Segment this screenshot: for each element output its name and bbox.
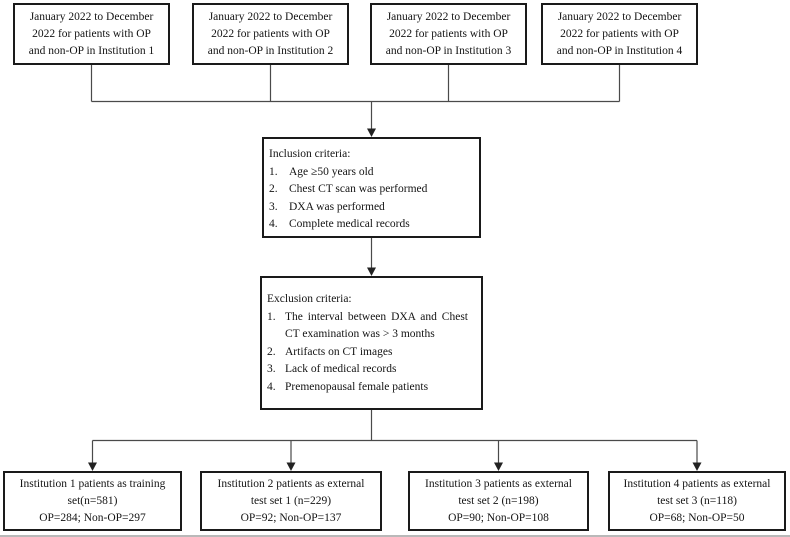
dataset-box-line: test set 2 (n=198)	[458, 494, 539, 507]
source-box-institution-2: January 2022 to December 2022 for patien…	[192, 3, 349, 65]
arrowhead-to-inclusion	[367, 128, 376, 137]
item-number: 3.	[269, 200, 278, 213]
dataset-box-line: Institution 3 patients as external	[425, 477, 572, 490]
inclusion-item: 3. DXA was performed	[269, 199, 475, 217]
item-number: 2.	[267, 345, 276, 358]
inclusion-item: 1. Age ≥50 years old	[269, 164, 475, 182]
item-number: 4.	[269, 218, 278, 230]
dataset-box-line: OP=68; Non-OP=50	[649, 511, 745, 524]
dataset-box-external-test-set-3: Institution 4 patients as external test …	[608, 471, 786, 531]
dataset-box-training-set: Institution 1 patients as training set(n…	[3, 471, 182, 531]
arrowhead-to-test-set-1	[286, 462, 296, 471]
item-number: 1.	[267, 310, 276, 323]
arrowhead-to-training-set	[88, 462, 97, 471]
source-box-line: January 2022 to December	[208, 10, 333, 23]
exclusion-item: 1. The interval between DXA and Chest CT…	[267, 309, 477, 344]
arrowhead-to-test-set-3	[692, 462, 702, 471]
source-box-line: 2022 for patients with OP	[389, 27, 508, 40]
inclusion-item: 2. Chest CT scan was performed	[269, 181, 475, 199]
source-box-line: January 2022 to December	[29, 10, 154, 23]
source-box-line: and non-OP in Institution 4	[556, 44, 683, 57]
dataset-box-external-test-set-2: Institution 3 patients as external test …	[408, 471, 589, 531]
source-box-line: January 2022 to December	[386, 10, 511, 23]
dataset-box-line: test set 3 (n=118)	[657, 494, 737, 507]
inclusion-item: 4. Complete medical records	[269, 216, 475, 234]
item-number: 2.	[269, 183, 278, 195]
item-text: Age ≥50 years old	[289, 165, 374, 178]
source-box-institution-3: January 2022 to December 2022 for patien…	[370, 3, 527, 65]
item-text: DXA was performed	[289, 200, 385, 213]
source-box-line: 2022 for patients with OP	[32, 27, 151, 40]
item-number: 3.	[267, 363, 276, 375]
item-text: Lack of medical records	[285, 363, 397, 375]
top-merge-connector	[90, 65, 621, 129]
arrowhead-to-exclusion	[367, 267, 376, 276]
dataset-box-line: Institution 1 patients as training	[19, 477, 166, 490]
dataset-box-line: test set 1 (n=229)	[250, 494, 332, 507]
dataset-box-external-test-set-1: Institution 2 patients as external test …	[200, 471, 382, 531]
source-box-line: and non-OP in Institution 3	[385, 44, 512, 57]
source-box-line: 2022 for patients with OP	[560, 27, 679, 40]
exclusion-item: 4. Premenopausal female patients	[267, 379, 477, 397]
dataset-box-line: OP=284; Non-OP=297	[39, 511, 146, 524]
source-box-institution-4: January 2022 to December 2022 for patien…	[541, 3, 698, 65]
item-text: Artifacts on CT images	[285, 345, 393, 358]
dataset-box-line: set(n=581)	[67, 494, 118, 507]
item-number: 4.	[267, 380, 276, 393]
item-text: Chest CT scan was performed	[289, 183, 428, 195]
source-box-line: and non-OP in Institution 2	[207, 44, 334, 57]
bottom-split-connector	[91, 410, 698, 463]
inclusion-title: Inclusion criteria:	[269, 148, 351, 160]
exclusion-item: 3. Lack of medical records	[267, 361, 477, 379]
source-box-line: January 2022 to December	[557, 10, 682, 23]
dataset-box-line: Institution 2 patients as external	[217, 477, 365, 490]
item-text: The interval between DXA and Chest CT ex…	[285, 310, 468, 341]
dataset-box-line: Institution 4 patients as external	[623, 477, 771, 490]
dataset-box-line: OP=92; Non-OP=137	[240, 511, 342, 524]
item-number: 1.	[269, 165, 278, 178]
arrowhead-to-test-set-2	[494, 462, 503, 471]
exclusion-criteria-box: Exclusion criteria: 1. The interval betw…	[260, 276, 483, 410]
source-box-line: 2022 for patients with OP	[211, 27, 330, 40]
exclusion-title: Exclusion criteria:	[267, 293, 352, 305]
item-text: Complete medical records	[289, 218, 410, 230]
exclusion-item: 2. Artifacts on CT images	[267, 344, 477, 362]
item-text: Premenopausal female patients	[285, 380, 429, 393]
dataset-box-line: OP=90; Non-OP=108	[448, 511, 549, 524]
inclusion-criteria-box: Inclusion criteria: 1. Age ≥50 years old…	[262, 137, 481, 238]
source-box-line: and non-OP in Institution 1	[28, 44, 155, 57]
source-box-institution-1: January 2022 to December 2022 for patien…	[13, 3, 170, 65]
